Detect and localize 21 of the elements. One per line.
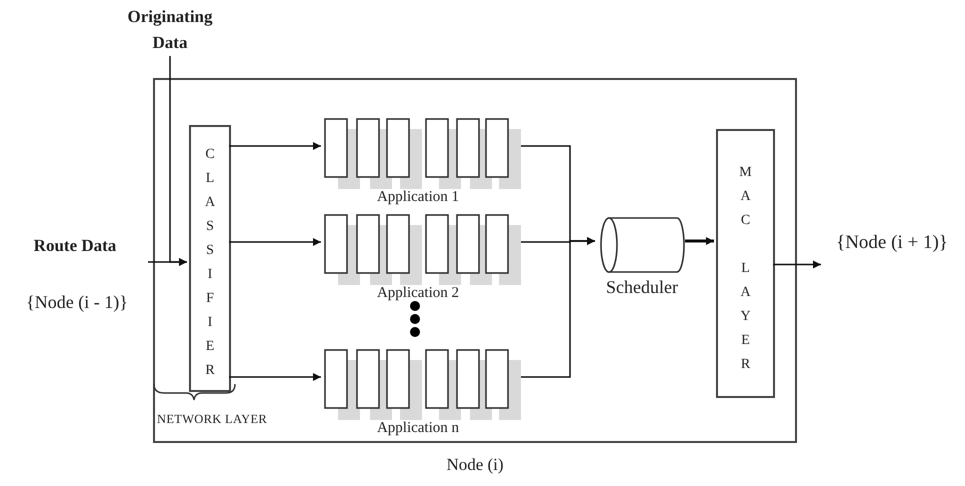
vertical-label: MAC LAYER xyxy=(738,164,753,374)
input-label: Originating Data xyxy=(126,6,214,54)
queue-label: Application n xyxy=(376,420,460,437)
vertical-label: CLASSIFIER xyxy=(204,146,216,380)
output-label: {Node (i + 1)} xyxy=(835,231,949,255)
classifier-box xyxy=(189,125,231,392)
arrow xyxy=(521,237,595,378)
input-label: Route Data xyxy=(32,235,118,257)
arrow xyxy=(229,373,321,381)
queue-label: Application 2 xyxy=(376,285,460,302)
arrow xyxy=(148,258,187,266)
scheduler-label: Scheduler xyxy=(605,277,679,298)
arrow xyxy=(773,260,821,268)
layer-label: NETWORK LAYER xyxy=(157,412,268,427)
node-caption: Node (i) xyxy=(445,455,505,475)
source-label: {Node (i - 1)} xyxy=(25,292,129,313)
queue-label: Application 1 xyxy=(376,189,460,206)
arrow xyxy=(229,142,321,150)
arrow xyxy=(229,238,321,246)
arrow xyxy=(685,237,714,245)
layer-box xyxy=(716,129,775,398)
